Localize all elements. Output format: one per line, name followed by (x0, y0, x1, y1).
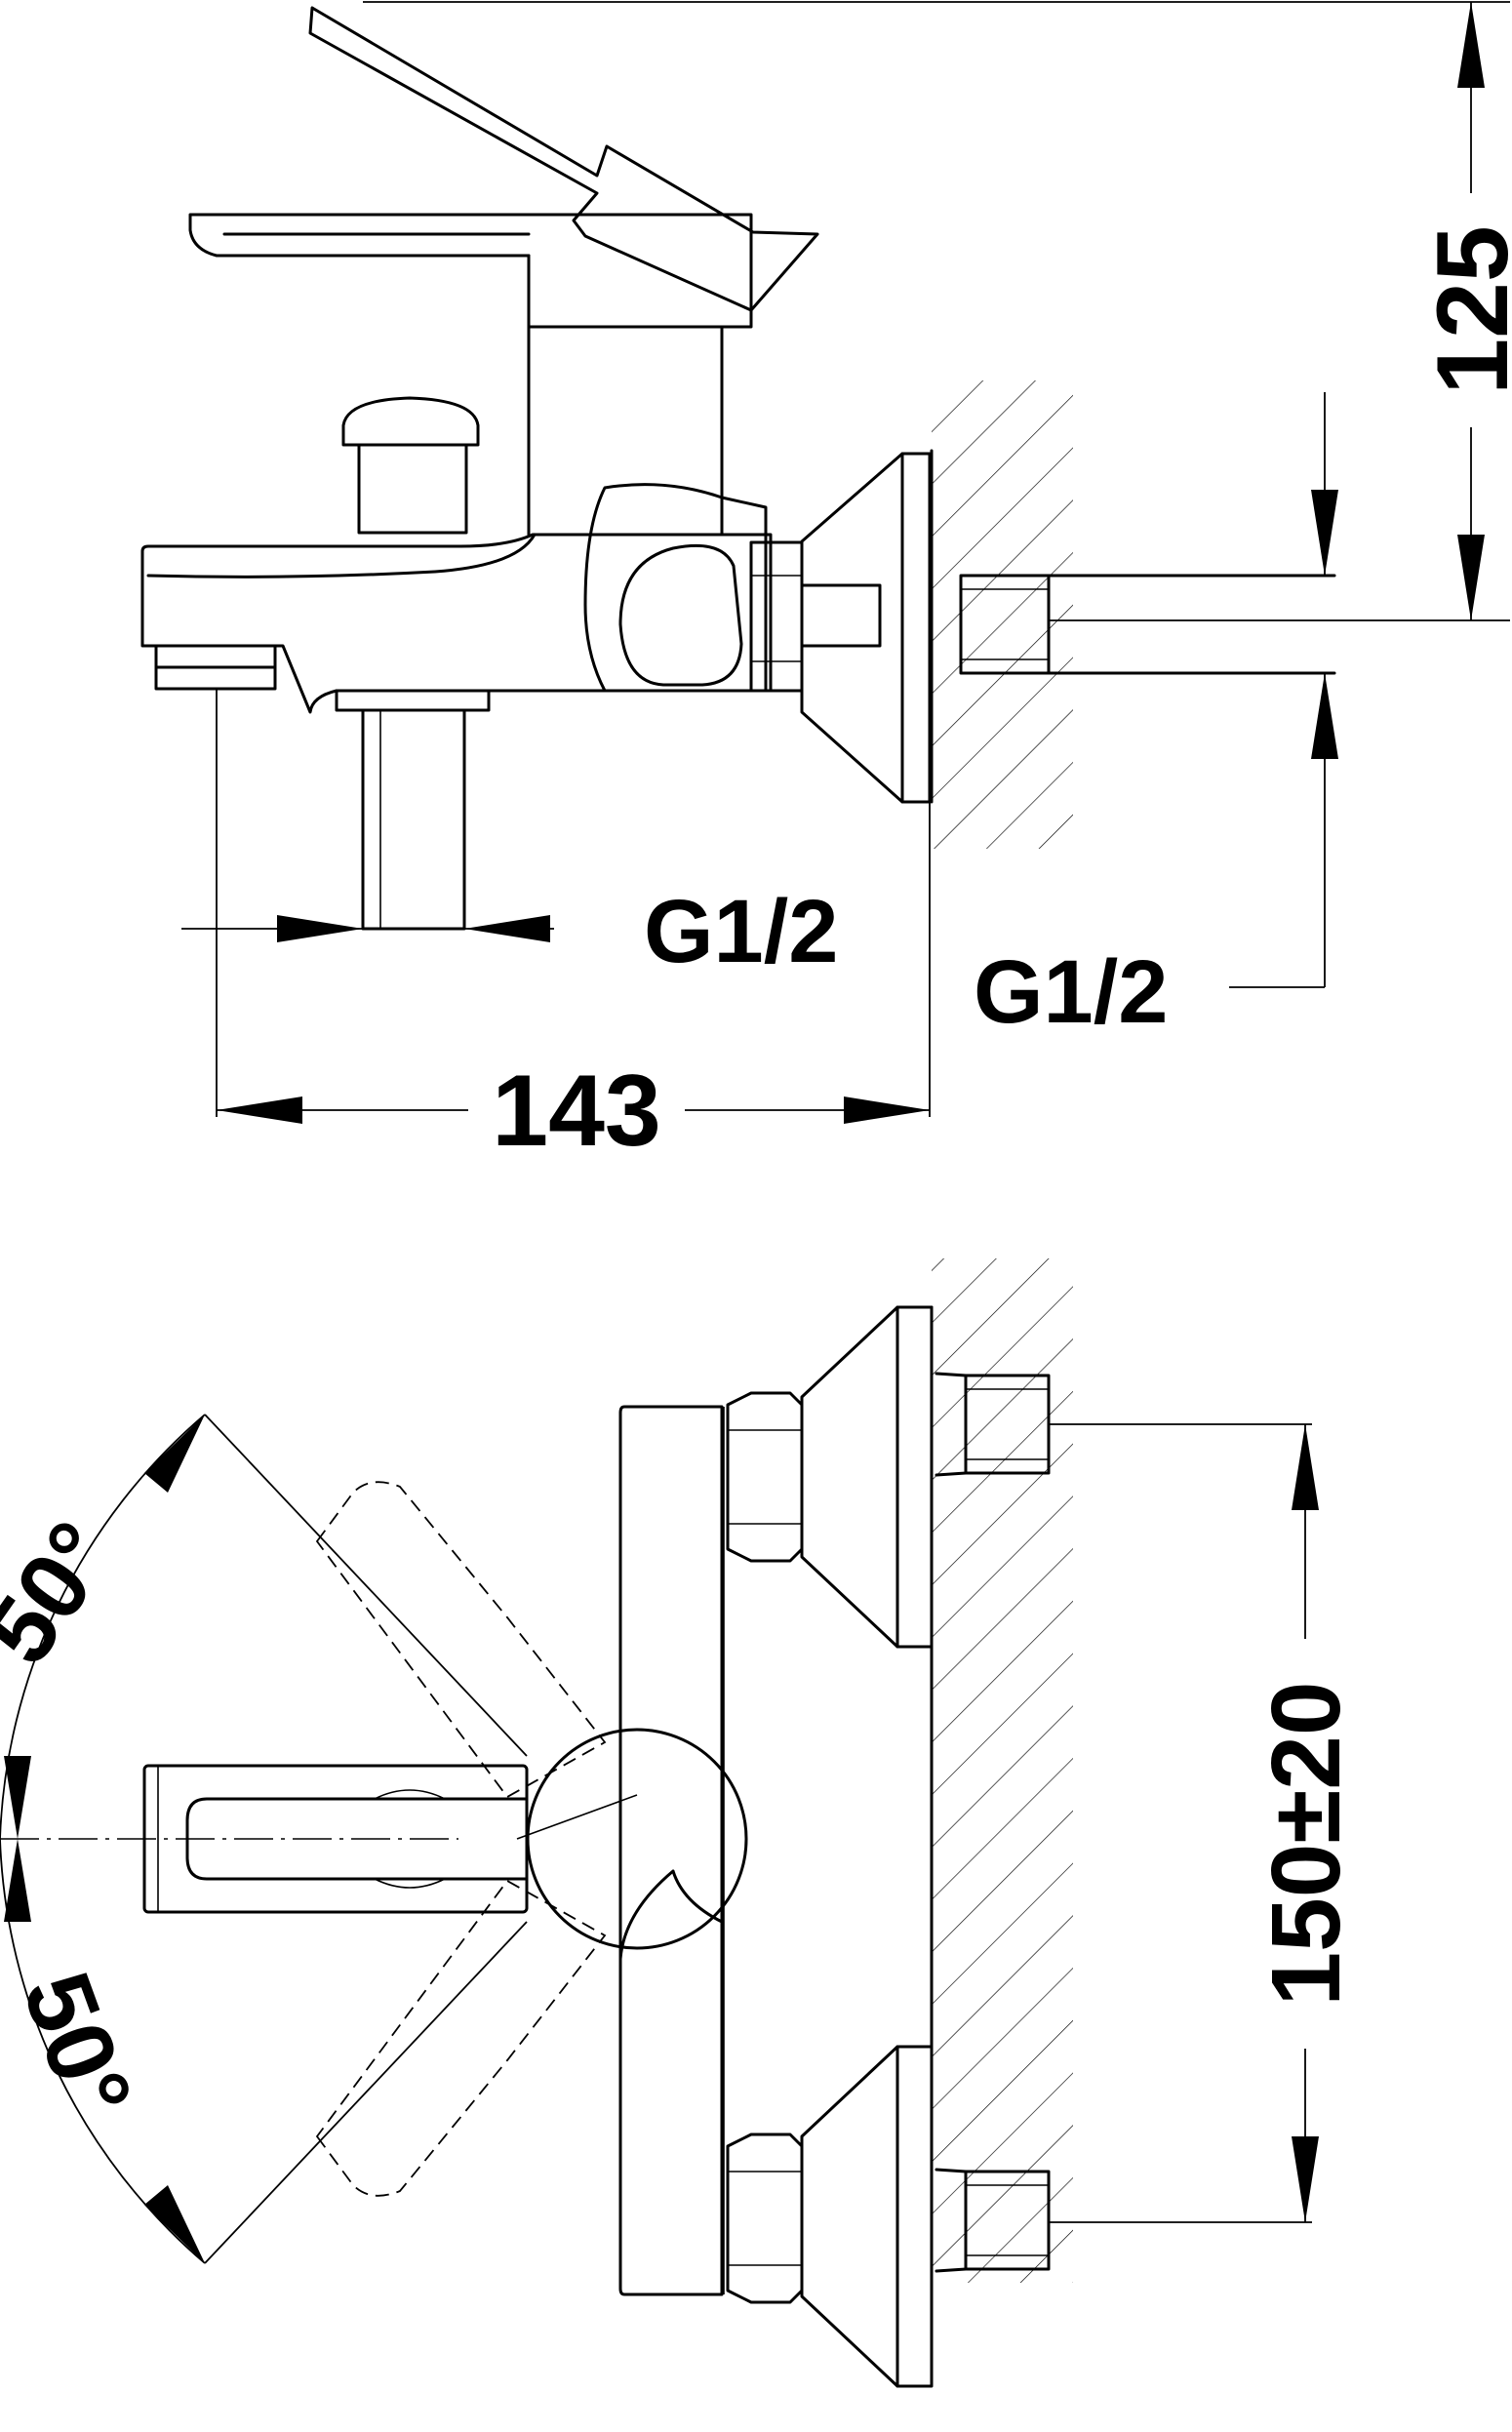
lever-position-down (315, 1879, 607, 2197)
front-view: 50° 50° 150±20 (0, 1258, 1361, 2388)
lever-handle (308, 6, 819, 312)
handle-centre-tick (516, 1794, 638, 1840)
arrow-head (4, 1839, 31, 1922)
angle-arc-down (0, 1838, 206, 2264)
outlet-pipe (361, 708, 466, 931)
wall-hatch-top (932, 380, 1073, 849)
cartridge-cap (188, 213, 753, 329)
lower-wall-fitting (964, 2170, 1051, 2271)
arrow-head (1311, 673, 1338, 759)
arrow-head (277, 915, 363, 942)
spout-body (140, 533, 773, 714)
lower-angle-label: 50° (3, 1959, 153, 2132)
lower-wall-flange (800, 2045, 934, 2388)
side-view: 125 G1/2 G1/2 143 (140, 1, 1512, 1168)
diverter-stem (357, 443, 468, 535)
arrow-head (844, 1096, 930, 1124)
wall-flange (800, 452, 932, 804)
arrow-head (1292, 1424, 1319, 1510)
body-housing (583, 483, 768, 693)
mixer-body-bar (618, 1405, 724, 2296)
angle-arc-up (0, 1414, 206, 1840)
upper-union-nut (726, 1391, 804, 1563)
inlet-eye (618, 543, 743, 687)
lower-union-nut (726, 2133, 804, 2304)
wall-hatch-bottom (932, 1258, 1073, 2283)
arrow-head (217, 1096, 302, 1124)
arrow-head (4, 1756, 31, 1839)
arrow-head (144, 1415, 205, 1493)
arrow-head (1292, 2136, 1319, 2222)
spout-top-curve (146, 533, 537, 578)
arrow-head (1457, 2, 1485, 88)
upper-angle-label: 50° (0, 1502, 135, 1682)
arrow-head (144, 2185, 205, 2263)
dim-outlet-thread: G1/2 (181, 882, 838, 981)
angle-ref-up (204, 1414, 528, 1757)
projection-dimension-label: 143 (492, 1055, 661, 1168)
center-distance-label: 150±20 (1252, 1682, 1361, 2007)
dim-height-125: 125 (363, 1, 1512, 621)
dim-center-distance: 150±20 (1049, 1423, 1361, 2223)
body-lower-curve (618, 1869, 724, 1961)
connector-stub (800, 583, 882, 648)
diverter-knob (341, 396, 480, 447)
outlet-ring (335, 689, 491, 712)
arrow-head (464, 915, 550, 942)
dim-inlet-thread: G1/2 (974, 392, 1338, 1042)
wall-inlet-pipe (1047, 574, 1336, 675)
wall-inlet-fitting (959, 574, 1051, 675)
inlet-thread-label: G1/2 (974, 942, 1168, 1042)
arrow-head (1311, 490, 1338, 576)
arrow-head (1457, 535, 1485, 620)
lever-grip-notch (374, 1789, 446, 1889)
cartridge-neck (527, 325, 724, 537)
upper-wall-flange (800, 1305, 934, 1649)
angle-ref-down (204, 1921, 528, 2264)
height-dimension-label: 125 (1416, 225, 1512, 395)
cartridge-disc (526, 1728, 748, 1950)
dim-projection-143: 143 (216, 689, 931, 1168)
lever-position-up (315, 1481, 607, 1799)
union-nut (749, 540, 804, 693)
outlet-thread-label: G1/2 (644, 882, 838, 981)
